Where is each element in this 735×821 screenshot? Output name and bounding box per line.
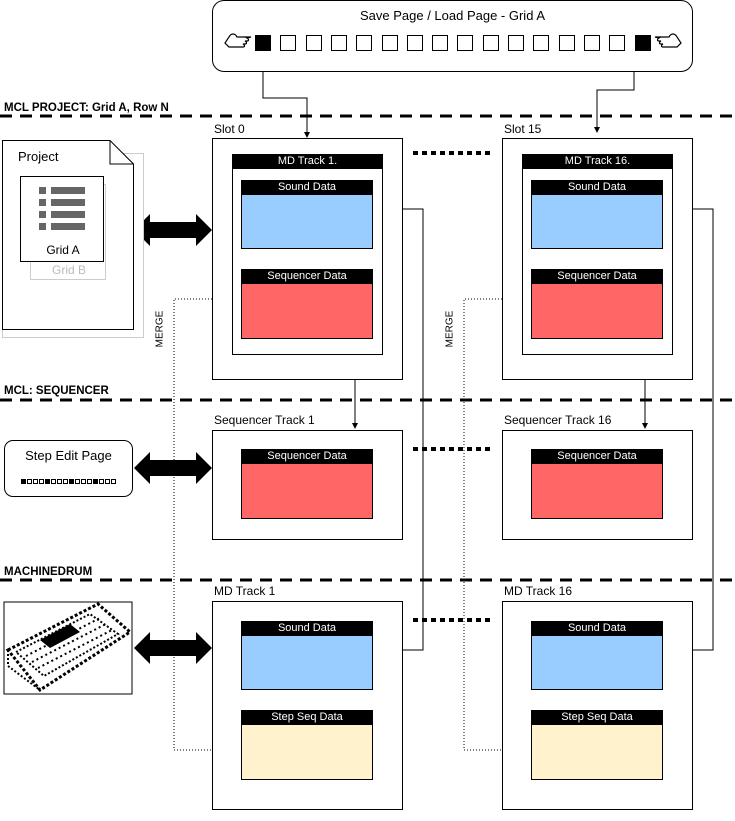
slot-square[interactable]	[533, 35, 550, 51]
slot-right-sound-header: Sound Data	[531, 180, 663, 195]
step-square	[27, 479, 32, 484]
step-square	[63, 479, 68, 484]
double-arrow-project-slot	[134, 214, 212, 246]
step-square	[111, 479, 116, 484]
step-square	[99, 479, 104, 484]
step-square	[105, 479, 110, 484]
slot-left-sound-header: Sound Data	[241, 180, 373, 195]
slot-right-sequencer-header: Sequencer Data	[531, 269, 663, 284]
md-track-left-stepseq-data	[241, 724, 373, 780]
md-track-right-stepseq-data	[531, 724, 663, 780]
md-track-right-sound-data	[531, 635, 663, 690]
slot-square[interactable]	[609, 35, 626, 51]
section-label-machinedrum: MACHINEDRUM	[4, 566, 93, 578]
grid-a-label: Grid A	[46, 243, 80, 257]
pointing-hand-right-icon	[653, 31, 683, 53]
seq-track-right-data	[531, 463, 663, 519]
save-load-page: Save Page / Load Page - Grid A	[212, 0, 693, 72]
md-track-left-label: MD Track 1	[214, 584, 276, 598]
step-square	[45, 479, 50, 484]
arrow-save-to-slot0	[262, 52, 310, 138]
md-track-right-stepseq-header: Step Seq Data	[531, 710, 663, 725]
md-track-left-stepseq-header: Step Seq Data	[241, 710, 373, 725]
double-arrow-stepedit-seqtrack	[134, 452, 212, 484]
machinedrum-icon	[3, 601, 133, 695]
step-square	[87, 479, 92, 484]
step-square	[93, 479, 98, 484]
step-square	[75, 479, 80, 484]
slot-square[interactable]	[356, 35, 373, 51]
project-title: Project	[18, 149, 59, 164]
md-track-right-sound-header: Sound Data	[531, 621, 663, 636]
project-document: Project Grid B Grid A	[2, 140, 134, 330]
slot-square[interactable]	[280, 35, 297, 51]
step-square	[33, 479, 38, 484]
slot-left-sound-data	[241, 194, 373, 249]
merge-line-left	[173, 296, 241, 751]
step-edit-title: Step Edit Page	[25, 448, 112, 463]
slot-square[interactable]	[255, 35, 271, 51]
slot-square[interactable]	[330, 35, 347, 51]
slot-left-label: Slot 0	[214, 122, 245, 136]
slot-square[interactable]	[432, 35, 449, 51]
step-square	[81, 479, 86, 484]
slot-right-sound-data	[531, 194, 663, 249]
step-square	[21, 479, 26, 484]
slot-square[interactable]	[583, 35, 600, 51]
md-track-left-sound-data	[241, 635, 373, 690]
section-label-sequencer: MCL: SEQUENCER	[4, 385, 109, 397]
slot-square[interactable]	[508, 35, 524, 51]
md-track-left-sound-header: Sound Data	[241, 621, 373, 636]
slot-square[interactable]	[406, 35, 423, 51]
slot-left-sequencer-header: Sequencer Data	[241, 269, 373, 284]
step-square	[39, 479, 44, 484]
slot-right-label: Slot 15	[504, 122, 542, 136]
step-edit-page: Step Edit Page	[4, 440, 133, 497]
slot-square[interactable]	[457, 35, 474, 51]
merge-label-right: MERGE	[444, 310, 456, 348]
slot-right-sequencer-data	[531, 283, 663, 339]
seq-track-left-data	[241, 463, 373, 519]
seq-track-left-header: Sequencer Data	[241, 449, 373, 464]
merge-label-left: MERGE	[154, 310, 166, 348]
grid-b-label: Grid B	[51, 263, 86, 277]
slot-square[interactable]	[305, 35, 322, 51]
slot-square[interactable]	[634, 35, 651, 51]
save-load-title: Save Page / Load Page - Grid A	[359, 8, 545, 23]
step-square	[57, 479, 62, 484]
step-square	[51, 479, 56, 484]
seq-track-right-label: Sequencer Track 16	[504, 413, 612, 427]
slot-square[interactable]	[482, 35, 499, 51]
seq-track-right-header: Sequencer Data	[531, 449, 663, 464]
slot-left-track-header: MD Track 1.	[232, 154, 383, 169]
grid-a-card: Grid A	[20, 176, 104, 262]
slot-square[interactable]	[558, 35, 575, 51]
merge-line-right	[463, 296, 531, 751]
section-label-project: MCL PROJECT: Grid A, Row N	[4, 102, 169, 114]
save-load-slot-row	[255, 35, 651, 52]
slot-square[interactable]	[381, 35, 398, 51]
list-icon	[39, 185, 87, 237]
slot-right-track-header: MD Track 16.	[522, 154, 673, 169]
md-track-right-label: MD Track 16	[504, 584, 573, 598]
pointing-hand-left-icon	[223, 31, 253, 53]
seq-track-left-label: Sequencer Track 1	[214, 413, 315, 427]
step-pattern-icon	[21, 479, 121, 485]
double-arrow-machinedrum-mdtrack	[134, 632, 212, 664]
slot-left-sequencer-data	[241, 283, 373, 339]
step-square	[69, 479, 74, 484]
